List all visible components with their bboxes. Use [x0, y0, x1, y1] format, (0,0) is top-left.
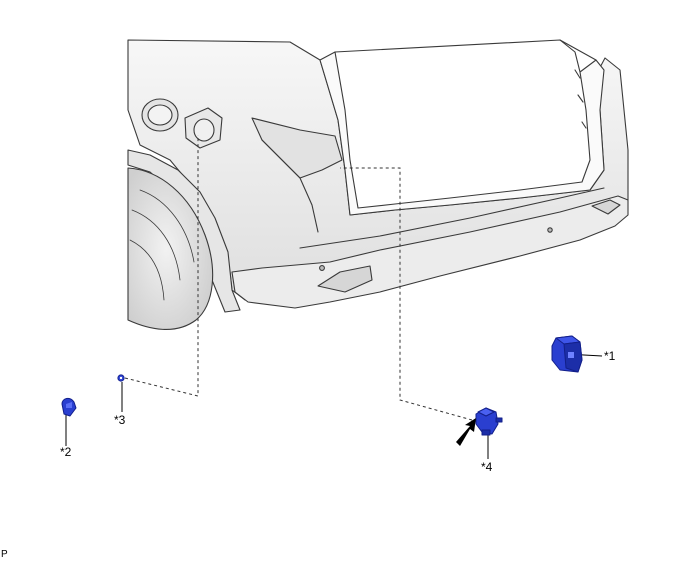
part-2-illustration	[61, 397, 77, 417]
rear-tire	[127, 167, 214, 331]
leader-line-part-3	[124, 135, 199, 397]
installation-direction-arrow	[456, 418, 476, 446]
bumper-sensor-hole	[547, 227, 553, 233]
bumper-reflector-right	[591, 199, 621, 215]
callout-2-label: *2	[60, 445, 72, 459]
callout-leader-lines	[65, 353, 603, 459]
bumper-sensor-hole	[319, 265, 325, 271]
callout-4-label: *4	[481, 460, 493, 474]
vehicle-rear-illustration	[127, 39, 629, 331]
illustration-code: P	[1, 549, 8, 560]
callout-3-label: *3	[114, 413, 126, 427]
callout-1-label: *1	[604, 349, 616, 363]
leader-line-part-4	[340, 167, 473, 421]
liftgate-opening	[319, 51, 605, 216]
fuel-filler-door	[141, 98, 223, 149]
part-4-illustration	[475, 407, 503, 436]
location-leader-lines	[124, 135, 473, 421]
bumper-reflector-left	[317, 265, 373, 293]
part-3-illustration	[117, 374, 125, 382]
part-1-illustration	[551, 335, 583, 373]
